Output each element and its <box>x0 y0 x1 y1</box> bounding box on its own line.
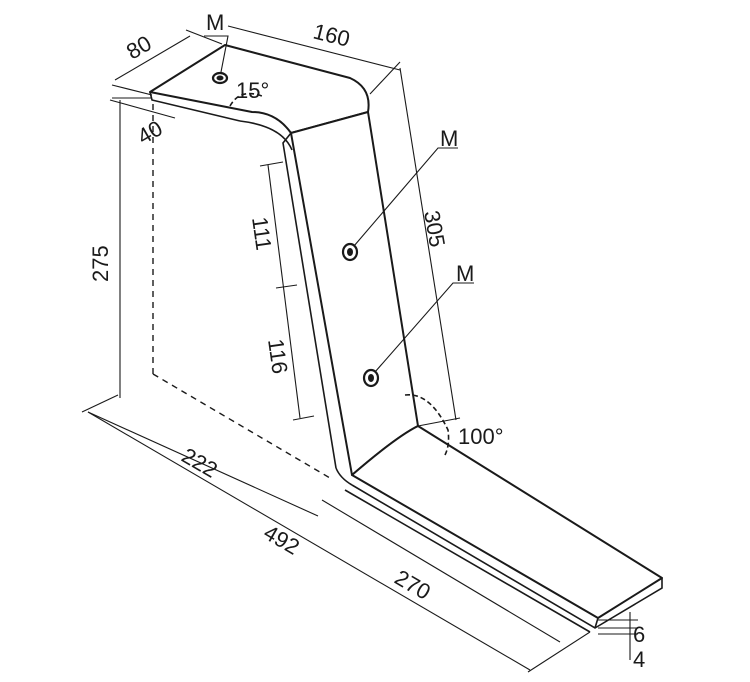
hole-lower <box>362 368 380 388</box>
dim-base-total: 492 <box>260 520 304 560</box>
dim-slot-lower: 116 <box>263 337 293 375</box>
dim-top-width: 160 <box>311 19 353 52</box>
dim-slot-upper: 111 <box>247 215 276 252</box>
hole-top <box>211 71 229 85</box>
dimension-lines <box>81 25 638 673</box>
base-plate <box>351 425 663 619</box>
hole-label-lower: M <box>456 261 474 286</box>
dim-base-back: 222 <box>178 443 222 483</box>
vertical-plate <box>290 111 419 476</box>
dim-hole-offset: 40 <box>133 115 167 149</box>
hidden-edges <box>152 104 331 479</box>
bottom-angle-arc <box>404 394 450 456</box>
hole-label-top: M <box>206 10 224 35</box>
dim-vertical-length: 305 <box>419 209 450 250</box>
dim-height: 275 <box>88 245 113 282</box>
angle-arcs <box>229 92 450 456</box>
bracket-body <box>149 44 663 633</box>
hole-leaders <box>204 35 474 373</box>
dim-base-front: 270 <box>391 565 435 605</box>
top-angle-arc <box>229 92 263 107</box>
hole-label-middle: M <box>440 126 458 151</box>
hole-middle <box>341 242 359 262</box>
angle-bottom: 100° <box>458 424 504 449</box>
dim-thickness-lower: 4 <box>633 647 645 672</box>
dim-thickness-upper: 6 <box>633 622 645 647</box>
angle-top: 15° <box>236 78 269 103</box>
